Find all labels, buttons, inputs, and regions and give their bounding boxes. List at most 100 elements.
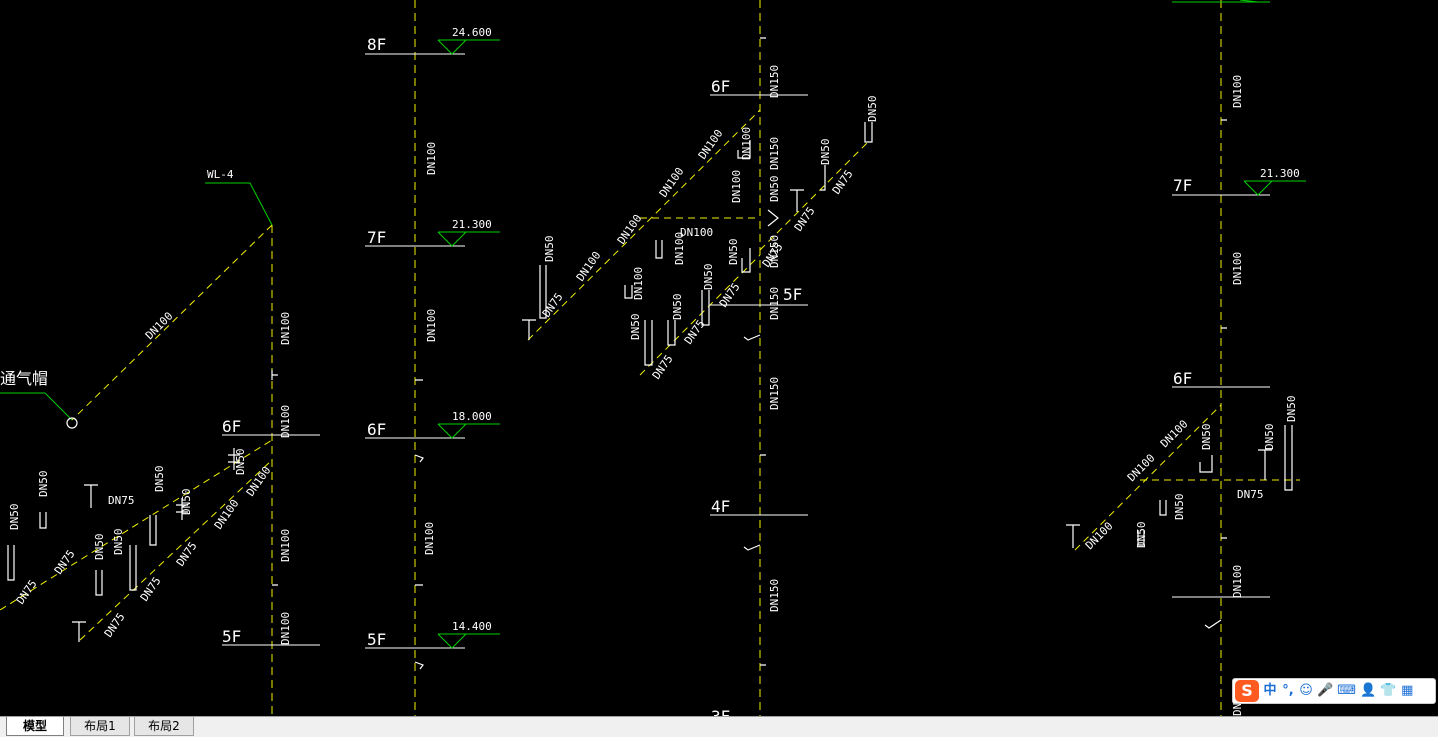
elevation-label-1: 24.600: [452, 26, 492, 39]
floor-label-5f-col2: 5F: [367, 630, 386, 649]
riser-id-label: WL-4: [207, 168, 234, 181]
keyboard-icon[interactable]: ⌨: [1337, 683, 1356, 698]
trap-1: [539, 265, 547, 319]
riser-tick-3: [743, 37, 766, 666]
pipe-d-19: DN75: [830, 168, 856, 197]
elev-marker-5-path: [1243, 180, 1306, 196]
cleanout-3: [84, 484, 98, 508]
riser-tick-1: [271, 370, 278, 586]
trap-4: [737, 140, 751, 159]
ime-logo-icon[interactable]: S: [1235, 680, 1259, 702]
microphone-icon[interactable]: 🎤: [1317, 683, 1334, 698]
elev-marker-3-path: [437, 423, 500, 439]
pipe-v-34: DN50: [153, 466, 166, 493]
leader-vent-cap: [0, 392, 73, 421]
trap-19: [1284, 425, 1293, 491]
pipe-d-8: DN100: [244, 464, 274, 499]
pipe-v-36: DN50: [234, 449, 247, 476]
pipe-v-24: DN50: [727, 239, 740, 266]
pipe-d-20: DN100: [1083, 520, 1116, 553]
pipe-d-14: DN75: [650, 353, 676, 382]
pipe-v-37: DN50: [1200, 424, 1213, 451]
pipe-v-30: DN50: [8, 504, 21, 531]
pipe-v-1: DN100: [279, 312, 292, 345]
pipe-v-25: DN100: [673, 232, 686, 265]
pipe-v-7: DN100: [423, 522, 436, 555]
pipe-v-6: DN100: [425, 309, 438, 342]
tab-layout1[interactable]: 布局1: [70, 717, 130, 736]
pipe-d-1: DN100: [143, 310, 176, 343]
ime-toolbar[interactable]: S 中 °, ☺ 🎤 ⌨ 👤 👕 ▦: [1232, 678, 1436, 704]
pipe-d-22: DN100: [1158, 418, 1191, 451]
trap-11: [39, 512, 47, 529]
floor-label-7f-col2: 7F: [367, 228, 386, 247]
floor-drain-1: [228, 448, 240, 470]
tab-model[interactable]: 模型: [6, 717, 64, 736]
elevation-label-3: 18.000: [452, 410, 492, 423]
pipe-d-10: DN100: [574, 249, 604, 284]
pipe-v-17: DN100: [1231, 565, 1244, 598]
pipe-v-8: DN150: [768, 65, 781, 98]
elev-marker-2-path: [437, 231, 500, 247]
cleanout-2: [72, 621, 86, 642]
pipe-v-31: DN50: [37, 471, 50, 498]
pipe-v-20: DN100: [632, 267, 645, 300]
cleanout-4: [1066, 524, 1080, 548]
trap-8: [667, 320, 676, 346]
floor-drain-3: [767, 209, 779, 227]
elevation-label-2: 21.300: [452, 218, 492, 231]
pipe-v-5: DN100: [425, 142, 438, 175]
pipe-v-15: DN100: [1231, 75, 1244, 108]
pipe-v-22: DN50: [671, 294, 684, 321]
riser-tick-4: [1204, 119, 1227, 629]
pipe-v-33: DN50: [112, 529, 125, 556]
pipe-v-12: DN150: [768, 287, 781, 320]
pipe-v-13: DN150: [768, 377, 781, 410]
trap-13: [95, 570, 103, 596]
pipe-v-39: DN50: [1135, 522, 1148, 549]
trap-12: [7, 545, 15, 581]
pipe-d-17: DN75: [760, 241, 786, 270]
floor-drain-2: [176, 498, 188, 520]
floor-label-3f-col3: 3F: [711, 707, 730, 716]
riser-tick-2: [414, 379, 424, 670]
pipe-d-21: DN100: [1125, 452, 1158, 485]
pipe-d-13: DN100: [696, 127, 726, 162]
pipe-d-18: DN75: [792, 205, 818, 234]
pipe-v-32: DN50: [93, 534, 106, 561]
pipe-d-5: DN75: [138, 575, 164, 604]
floor-label-6f-col4: 6F: [1173, 369, 1192, 388]
pipe-v-21: DN50: [629, 314, 642, 341]
skin-icon[interactable]: 👕: [1380, 683, 1397, 698]
floor-label-8f: 8F: [367, 35, 386, 54]
user-icon[interactable]: 👤: [1359, 683, 1377, 698]
pipe-v-10: DN50: [768, 176, 781, 203]
pipe-d-2: DN75: [14, 578, 40, 607]
tab-layout2[interactable]: 布局2: [134, 717, 194, 736]
floor-label-5f-col3: 5F: [783, 285, 802, 304]
grid-icon[interactable]: ▦: [1401, 683, 1414, 698]
branch-mid-lower: [639, 254, 761, 376]
pipe-v-40: DN50: [1263, 424, 1276, 451]
pipe-v-3: DN100: [279, 529, 292, 562]
branch-right: [1074, 404, 1222, 551]
pipe-v-35: DN50: [180, 489, 193, 516]
trap-9: [701, 290, 710, 326]
floor-label-6f-col3: 6F: [711, 77, 730, 96]
cleanout-5: [790, 189, 804, 212]
floor-label-6f-col2: 6F: [367, 420, 386, 439]
trap-2: [864, 122, 873, 143]
floor-label-4f-col3: 4F: [711, 497, 730, 516]
pipe-d-9: DN75: [540, 291, 566, 320]
ime-mode-toggle[interactable]: 中: [1263, 683, 1277, 698]
pipe-v-38: DN50: [1173, 494, 1186, 521]
branch-dn100-upper: [71, 224, 273, 421]
pipe-v-29: DN50: [866, 96, 879, 123]
ime-punct-toggle[interactable]: °,: [1282, 683, 1294, 698]
emoji-icon[interactable]: ☺: [1299, 683, 1313, 698]
pipe-v-28: DN50: [819, 139, 832, 166]
branch-mid-upper: [527, 109, 761, 341]
floor-drain-4: [1258, 449, 1272, 480]
